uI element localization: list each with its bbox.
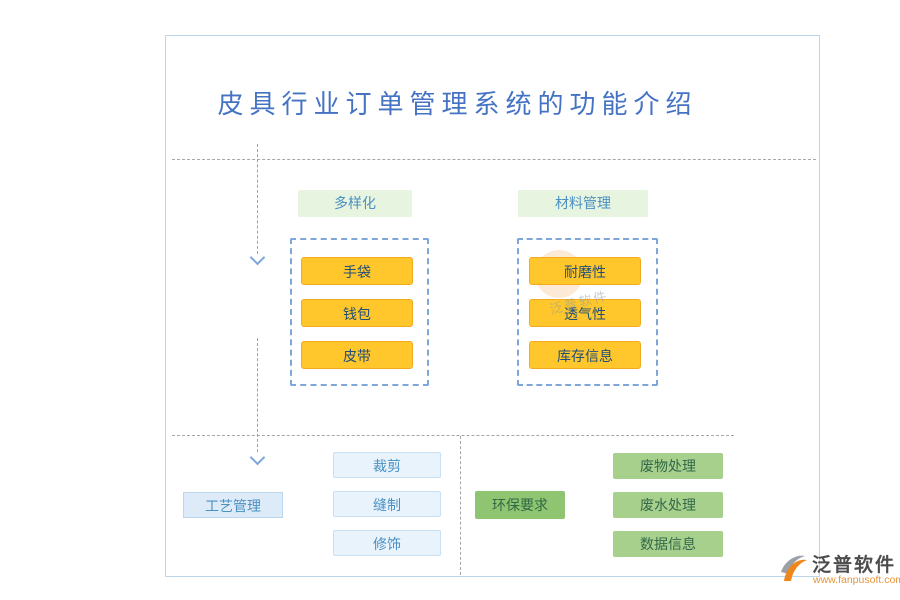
node-handbag: 手袋 — [301, 257, 413, 285]
material-items-box — [517, 238, 658, 386]
node-wastewater-treatment: 废水处理 — [613, 492, 723, 518]
diagram-frame — [165, 35, 820, 577]
node-cutting: 裁剪 — [333, 452, 441, 478]
group-label-material: 材料管理 — [518, 190, 648, 217]
node-sewing: 缝制 — [333, 491, 441, 517]
bottom-vertical-divider — [460, 436, 461, 575]
brand-url: www.fanpusoft.com — [813, 574, 900, 586]
node-wallet: 钱包 — [301, 299, 413, 327]
node-data-information: 数据信息 — [613, 531, 723, 557]
fanpu-logo-icon — [775, 550, 809, 589]
top-section-divider — [172, 159, 816, 160]
node-inventory-info: 库存信息 — [529, 341, 641, 369]
group-label-process: 工艺管理 — [183, 492, 283, 518]
flow-line-lower — [257, 338, 258, 452]
node-waste-disposal: 废物处理 — [613, 453, 723, 479]
bottom-section-divider — [172, 435, 734, 436]
flow-line-upper — [257, 144, 258, 254]
node-belt: 皮带 — [301, 341, 413, 369]
node-trimming: 修饰 — [333, 530, 441, 556]
brand-footer: 泛普软件 www.fanpusoft.com — [775, 548, 900, 592]
group-label-environment: 环保要求 — [475, 491, 565, 519]
node-wear-resistance: 耐磨性 — [529, 257, 641, 285]
group-label-diversity: 多样化 — [298, 190, 412, 217]
diversity-items-box — [290, 238, 429, 386]
page-title: 皮具行业订单管理系统的功能介绍 — [217, 90, 698, 119]
brand-name: 泛普软件 — [812, 555, 897, 576]
node-breathability: 透气性 — [529, 299, 641, 327]
